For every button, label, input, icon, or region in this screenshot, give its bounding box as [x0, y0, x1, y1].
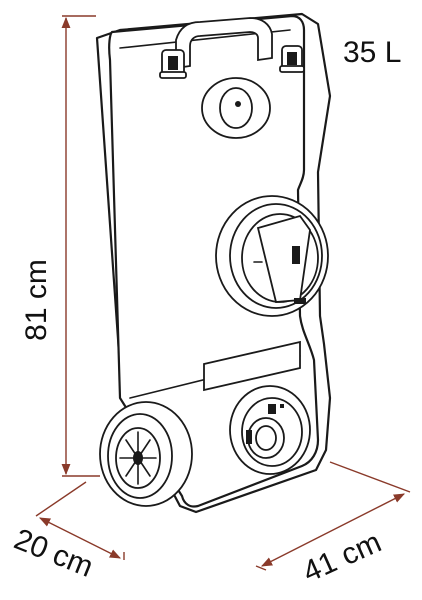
capacity-label: 35 L	[343, 36, 401, 69]
label-panel	[203, 340, 301, 392]
height-label: 81 cm	[20, 259, 53, 341]
depth-label: 20 cm	[10, 523, 98, 584]
width-dimension	[255, 461, 411, 571]
wheel	[99, 401, 193, 507]
right-valve	[279, 45, 305, 73]
left-valve	[159, 49, 187, 79]
height-dimension	[61, 15, 100, 477]
carry-handle	[175, 17, 273, 70]
rotating-outlet	[215, 195, 329, 317]
drain-valve	[229, 385, 311, 475]
width-label: 41 cm	[298, 526, 386, 589]
waste-tank-illustration	[95, 12, 332, 514]
depth-dimension	[35, 481, 125, 560]
